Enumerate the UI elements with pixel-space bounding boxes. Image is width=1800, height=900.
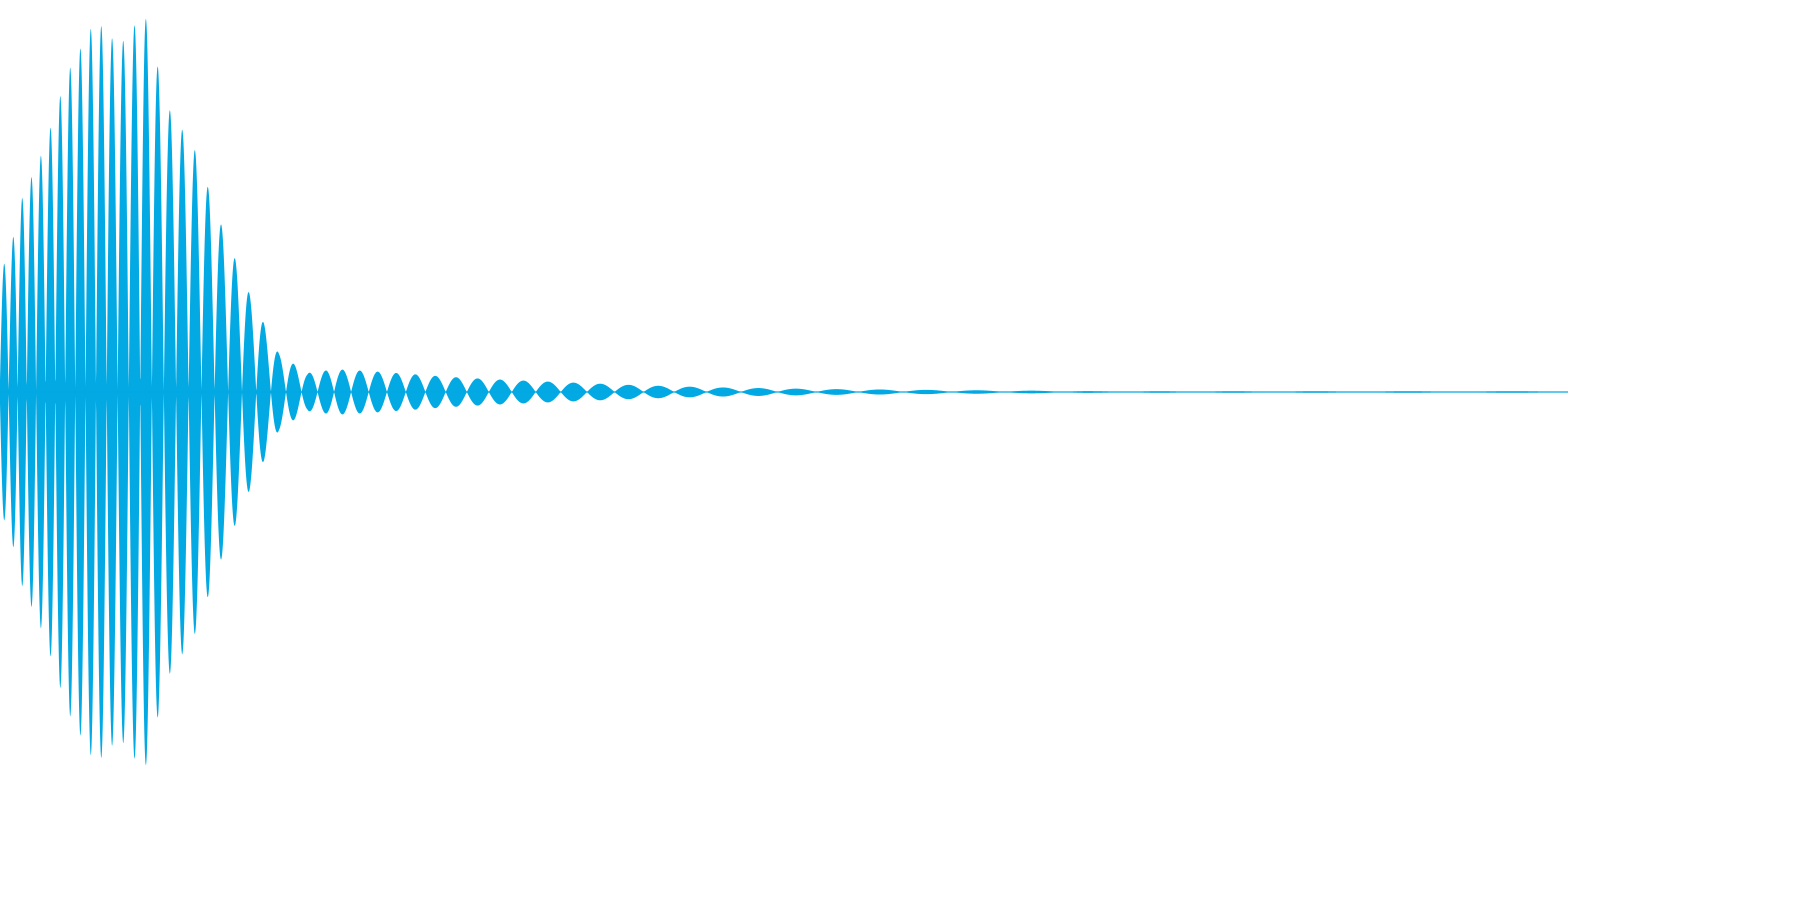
waveform-chart (0, 18, 1568, 766)
